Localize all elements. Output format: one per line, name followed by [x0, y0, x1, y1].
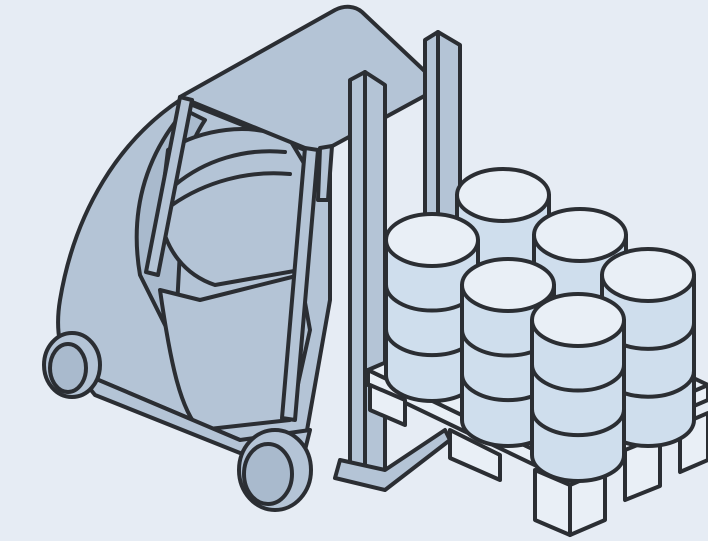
front-wheel	[237, 428, 313, 512]
barrel-icon	[384, 212, 480, 403]
barrel-lid	[532, 207, 628, 263]
barrel-stack	[384, 167, 696, 483]
guard-pillar-mid	[316, 144, 334, 202]
barrel-lid	[530, 292, 626, 348]
pallet-leg	[448, 428, 502, 482]
seat-line	[173, 149, 287, 187]
barrel-hoop	[530, 408, 626, 438]
barrel-lid	[460, 257, 556, 313]
barrel-hoop	[530, 364, 626, 393]
barrel-lid	[455, 167, 551, 223]
guard-pillar-front	[280, 146, 320, 422]
pallet-leg	[368, 383, 407, 427]
seat-line	[170, 171, 292, 207]
mast-post-front	[348, 70, 387, 484]
rear-wheel	[42, 331, 102, 399]
barrel-lid	[384, 212, 480, 268]
guard-pillar-rear	[144, 95, 194, 277]
barrel-body	[530, 318, 626, 483]
barrel-icon	[530, 292, 626, 483]
barrel-lid	[600, 247, 696, 303]
mast-post-rear	[423, 30, 462, 242]
